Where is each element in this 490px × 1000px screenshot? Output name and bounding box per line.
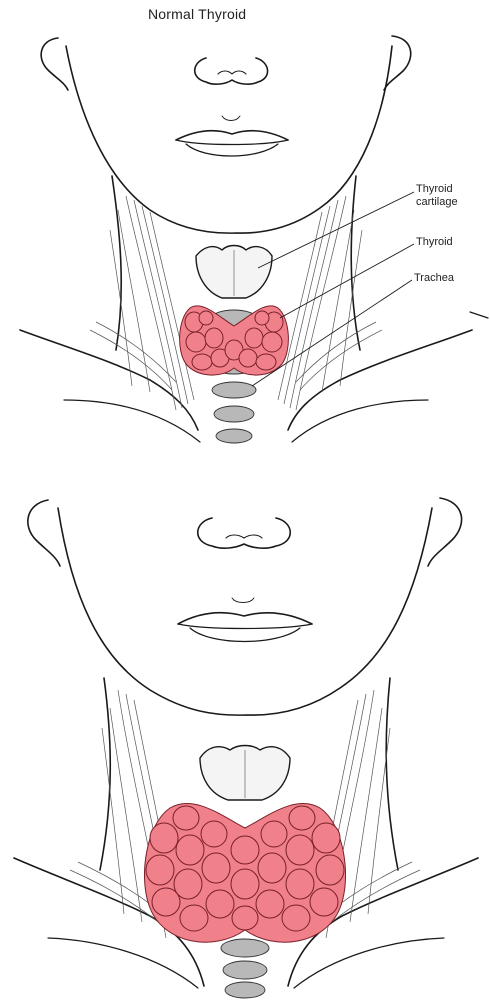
neck-muscle-hatching: [90, 196, 382, 410]
shoulder-right: [288, 330, 472, 430]
figure-title: Normal Thyroid: [148, 6, 246, 22]
upper-lip: [176, 131, 288, 140]
normal-thyroid-panel: Normal Thyroid Thyroid cartilage Thyroid…: [0, 0, 490, 470]
enlarged-thyroid-gland: [144, 803, 345, 942]
shoulder-left: [20, 330, 198, 430]
lower-lip: [186, 144, 278, 156]
label-thyroid-cartilage-line-2: cartilage: [416, 196, 458, 209]
enlarged-neck-illustration: [0, 478, 490, 1000]
neck-left: [112, 176, 121, 350]
lips-line: [176, 140, 288, 145]
left-ear: [41, 38, 68, 90]
neck-right: [386, 678, 398, 870]
normal-neck-illustration: [0, 0, 490, 470]
face-jaw: [66, 46, 392, 233]
right-ear: [384, 36, 411, 90]
label-thyroid: Thyroid: [416, 236, 453, 249]
lower-lip: [190, 628, 300, 642]
enlarged-thyroid-panel: [0, 478, 490, 1000]
label-thyroid-cartilage-line-1: Thyroid: [416, 183, 458, 196]
neck-left: [100, 678, 110, 870]
face-jaw: [58, 508, 432, 715]
trachea: [221, 939, 269, 998]
right-ear: [428, 498, 462, 566]
label-thyroid-cartilage: Thyroid cartilage: [416, 183, 458, 209]
nose: [195, 58, 268, 84]
neck-right: [351, 176, 360, 350]
nose: [198, 518, 291, 548]
left-ear: [28, 500, 60, 566]
lips-line: [178, 624, 312, 629]
label-trachea: Trachea: [414, 272, 454, 285]
upper-lip: [178, 613, 312, 624]
